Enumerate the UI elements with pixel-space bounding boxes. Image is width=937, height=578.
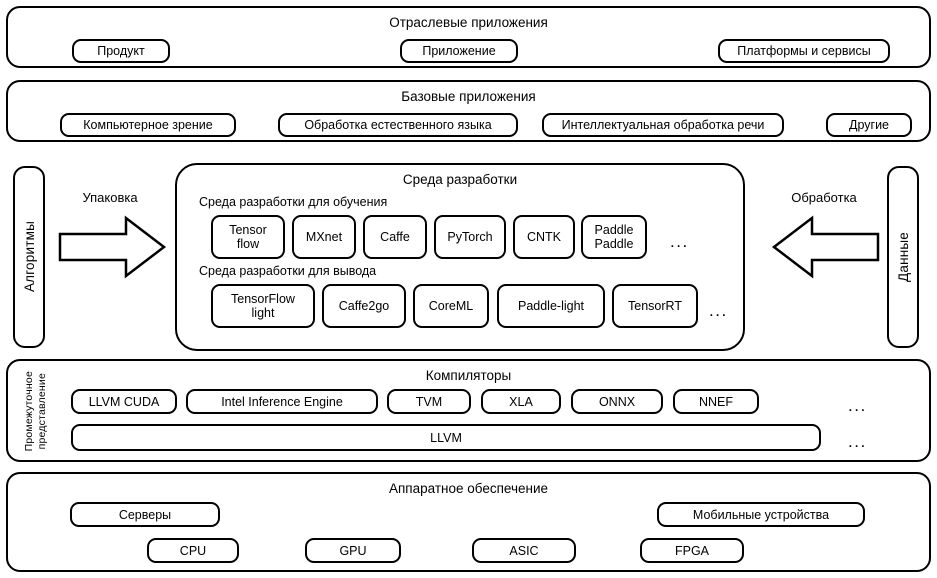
hardware-asic[interactable]: ASIC <box>472 538 576 563</box>
compiler-onnx[interactable]: ONNX <box>571 389 663 414</box>
framework-mxnet[interactable]: MXnet <box>292 215 356 259</box>
label-intermediate-representation: Промежуточное представление <box>16 366 56 456</box>
compiler-intel-inference-engine[interactable]: Intel Inference Engine <box>186 389 378 414</box>
label-algorithms-text: Алгоритмы <box>21 221 37 293</box>
layer-compilers-title: Компиляторы <box>425 368 512 383</box>
item-others[interactable]: Другие <box>826 113 912 137</box>
layer-development-environment-title: Среда разработки <box>402 172 518 187</box>
item-computer-vision[interactable]: Компьютерное зрение <box>60 113 236 137</box>
framework-tensorflow[interactable]: Tensor flow <box>211 215 285 259</box>
layer-compilers: Компиляторы Промежуточное представление … <box>6 359 931 462</box>
subtitle-inference-frameworks: Среда разработки для вывода <box>199 264 377 278</box>
label-processing: Обработка <box>791 190 857 205</box>
framework-pytorch[interactable]: PyTorch <box>434 215 506 259</box>
layer-industry-applications: Отраслевые приложения Продукт Приложение… <box>6 6 931 68</box>
item-platforms-and-services[interactable]: Платформы и сервисы <box>718 39 890 63</box>
arrow-processing-left <box>771 215 880 279</box>
subtitle-training-frameworks: Среда разработки для обучения <box>199 195 388 209</box>
ellipsis-training-row: ... <box>670 232 689 251</box>
framework-paddlepaddle[interactable]: Paddle Paddle <box>581 215 647 259</box>
label-data-text: Данные <box>895 232 911 282</box>
ellipsis-inference-row: ... <box>709 301 728 320</box>
framework-coreml[interactable]: CoreML <box>413 284 489 328</box>
framework-tensorrt[interactable]: TensorRT <box>612 284 698 328</box>
ellipsis-llvm-row: ... <box>848 432 867 451</box>
layer-industry-applications-title: Отраслевые приложения <box>389 15 548 30</box>
item-product[interactable]: Продукт <box>72 39 170 63</box>
compiler-llvm-wide[interactable]: LLVM <box>71 424 821 451</box>
compiler-nnef[interactable]: NNEF <box>673 389 759 414</box>
layer-hardware: Аппаратное обеспечение Серверы Мобильные… <box>6 472 931 572</box>
label-data: Данные <box>887 166 919 348</box>
framework-tensorflow-lite[interactable]: TensorFlow light <box>211 284 315 328</box>
item-application[interactable]: Приложение <box>400 39 518 63</box>
framework-cntk[interactable]: CNTK <box>513 215 575 259</box>
layer-development-environment: Среда разработки Среда разработки для об… <box>175 163 745 351</box>
framework-caffe[interactable]: Caffe <box>363 215 427 259</box>
label-algorithms: Алгоритмы <box>13 166 45 348</box>
layer-basic-applications: Базовые приложения Компьютерное зрение О… <box>6 80 931 142</box>
layer-basic-applications-title: Базовые приложения <box>401 89 536 104</box>
compiler-xla[interactable]: XLA <box>481 389 561 414</box>
hardware-cpu[interactable]: CPU <box>147 538 239 563</box>
arrow-packaging-right <box>58 215 167 279</box>
hardware-gpu[interactable]: GPU <box>305 538 401 563</box>
item-speech-processing[interactable]: Интеллектуальная обработка речи <box>542 113 784 137</box>
hardware-fpga[interactable]: FPGA <box>640 538 744 563</box>
compiler-llvm-cuda[interactable]: LLVM CUDA <box>71 389 177 414</box>
hardware-servers[interactable]: Серверы <box>70 502 220 527</box>
label-packaging: Упаковка <box>82 190 138 205</box>
ellipsis-compilers-row: ... <box>848 396 867 415</box>
item-natural-language-processing[interactable]: Обработка естественного языка <box>278 113 518 137</box>
layer-hardware-title: Аппаратное обеспечение <box>388 481 549 496</box>
hardware-mobile-devices[interactable]: Мобильные устройства <box>657 502 865 527</box>
label-intermediate-representation-text: Промежуточное представление <box>22 370 48 452</box>
compiler-tvm[interactable]: TVM <box>387 389 471 414</box>
framework-paddle-light[interactable]: Paddle-light <box>497 284 605 328</box>
framework-caffe2go[interactable]: Caffe2go <box>322 284 406 328</box>
